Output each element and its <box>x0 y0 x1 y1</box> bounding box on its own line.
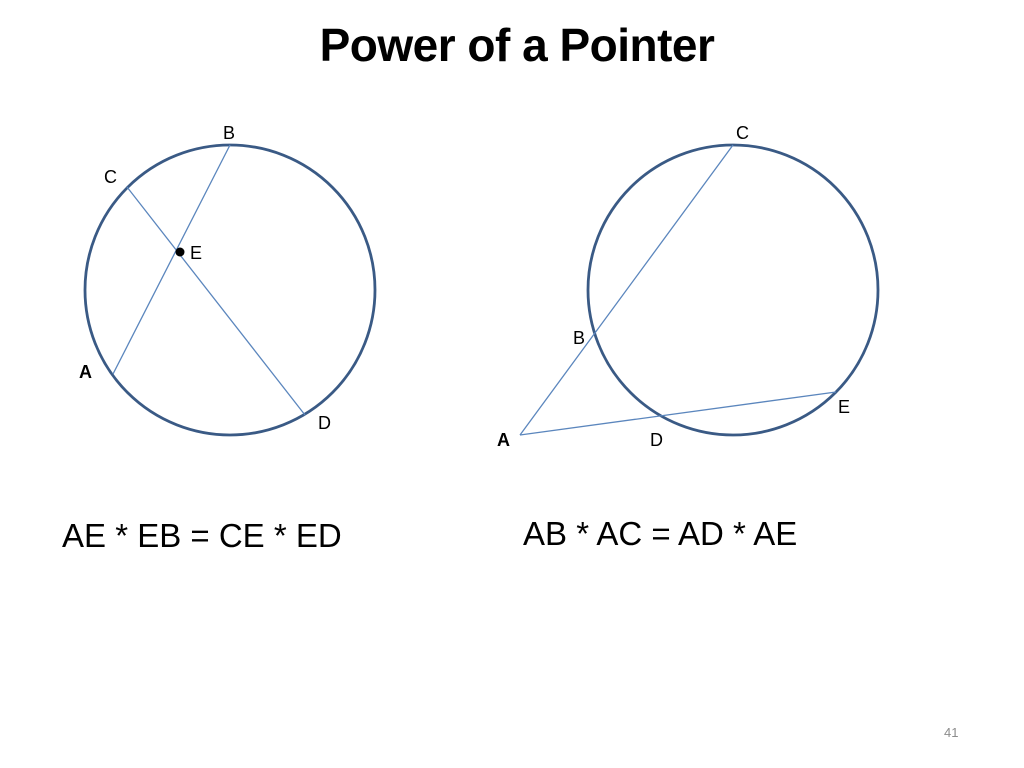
right-label-b: B <box>573 328 585 348</box>
left-label-b: B <box>223 123 235 143</box>
left-chord-cd <box>126 186 306 416</box>
right-circle <box>586 143 880 437</box>
left-label-d: D <box>318 413 331 433</box>
left-label-e: E <box>190 243 202 263</box>
left-point-e-dot <box>175 247 185 257</box>
left-label-a: A <box>79 362 92 382</box>
left-chord-ab <box>112 144 231 375</box>
diagram-two-secants: C B E A D <box>497 123 880 450</box>
right-label-a: A <box>497 430 510 450</box>
right-secant-ac <box>519 144 734 436</box>
right-label-e: E <box>838 397 850 417</box>
right-label-c: C <box>736 123 749 143</box>
right-secant-ae <box>519 391 837 436</box>
slide-title: Power of a Pointer <box>319 19 715 71</box>
diagram-intersecting-chords: B C E A D <box>79 123 377 437</box>
slide-number: 41 <box>944 725 959 740</box>
equation-two-secants: AB * AC = AD * AE <box>523 515 798 552</box>
left-label-c: C <box>104 167 117 187</box>
right-label-d: D <box>650 430 663 450</box>
equation-intersecting-chords: AE * EB = CE * ED <box>62 517 342 554</box>
